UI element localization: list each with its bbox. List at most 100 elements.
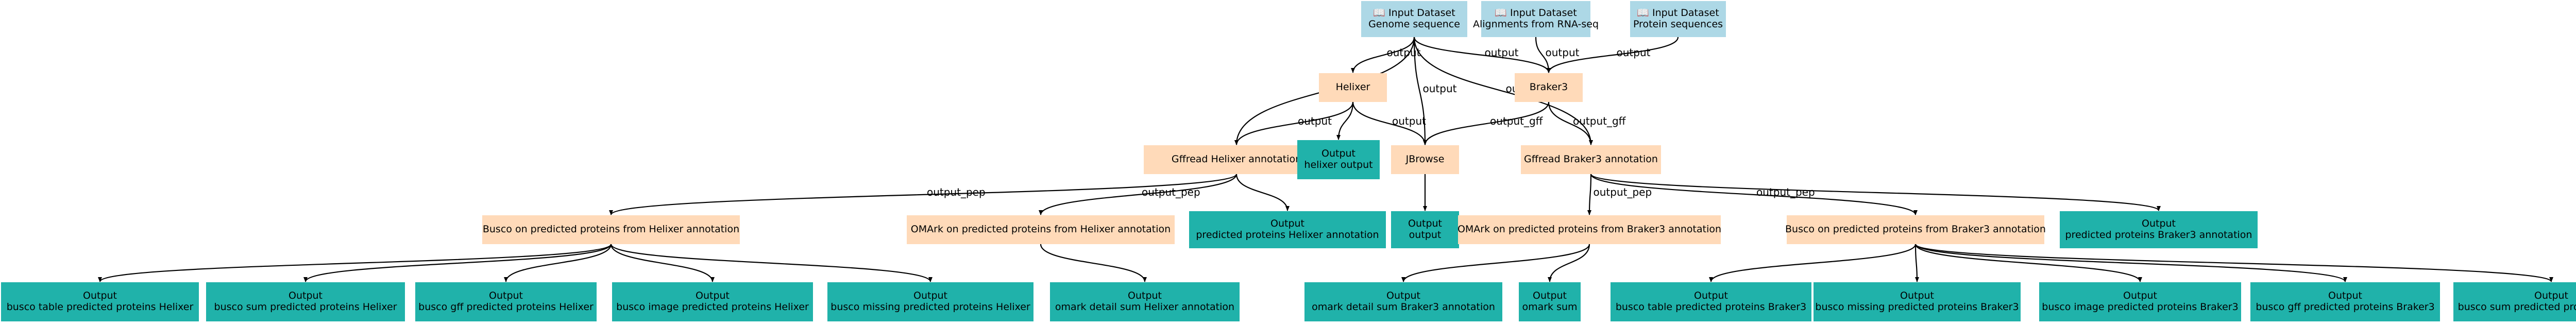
edge: output_pep bbox=[1039, 174, 1238, 215]
node-box bbox=[612, 282, 813, 321]
step-node-gffread-braker3[interactable]: Gffread Braker3 annotation bbox=[1521, 145, 1661, 174]
edge-path bbox=[1535, 37, 1551, 73]
edge-path bbox=[1352, 101, 1427, 145]
edge: output_gff bbox=[1423, 101, 1550, 145]
step-node-braker3[interactable]: Braker3 bbox=[1515, 73, 1583, 102]
edge bbox=[303, 244, 612, 282]
node-box bbox=[1391, 145, 1459, 174]
edge-label: output bbox=[1485, 46, 1519, 59]
node-label: OMArk on predicted proteins from Braker3… bbox=[1458, 224, 1721, 235]
node-label: busco table predicted proteins Helixer bbox=[7, 301, 194, 313]
edge-label: output bbox=[1387, 46, 1421, 59]
node-box bbox=[1481, 1, 1590, 37]
node-label: omark sum bbox=[1522, 301, 1577, 313]
edge-label: output bbox=[1423, 82, 1457, 95]
node-label: Output bbox=[2142, 218, 2176, 229]
edge-path bbox=[1413, 37, 1551, 73]
edge: output bbox=[1535, 37, 1580, 73]
node-box bbox=[1304, 282, 1502, 321]
step-node-omark-helixer[interactable]: OMArk on predicted proteins from Helixer… bbox=[907, 215, 1175, 244]
edge: output_pep bbox=[609, 174, 1238, 215]
node-label: busco gff predicted proteins Braker3 bbox=[2256, 301, 2434, 313]
node-label: Output bbox=[2328, 290, 2362, 301]
node-label: Output bbox=[913, 290, 947, 301]
edge-label: output_pep bbox=[927, 186, 986, 198]
node-box bbox=[1297, 140, 1380, 179]
edge bbox=[98, 244, 612, 282]
node-box bbox=[1521, 145, 1661, 174]
edge: output bbox=[1234, 101, 1354, 145]
node-label: Protein sequences bbox=[1633, 19, 1723, 30]
step-node-jbrowse[interactable]: JBrowse bbox=[1391, 145, 1459, 174]
node-box bbox=[2060, 211, 2258, 248]
node-box bbox=[2453, 282, 2576, 321]
edge-path bbox=[1234, 101, 1354, 145]
edge-path bbox=[1401, 244, 1590, 282]
node-label: Output bbox=[1900, 290, 1934, 301]
edge-path bbox=[609, 174, 1238, 215]
node-box bbox=[1050, 282, 1240, 321]
node-label: output bbox=[1409, 229, 1442, 241]
edge bbox=[1336, 101, 1354, 140]
edge bbox=[1590, 174, 2161, 211]
edge bbox=[1709, 244, 1917, 282]
edge-path bbox=[1413, 37, 1427, 145]
edge-path bbox=[1590, 174, 1918, 215]
edge: output bbox=[1413, 37, 1551, 73]
edge-path bbox=[1351, 37, 1415, 73]
edge bbox=[1914, 244, 2553, 282]
node-box bbox=[1189, 211, 1386, 248]
node-box bbox=[1611, 282, 1811, 321]
step-node-helixer[interactable]: Helixer bbox=[1319, 73, 1387, 102]
edge: output_gff bbox=[1548, 101, 1626, 145]
step-node-busco-helixer[interactable]: Busco on predicted proteins from Helixer… bbox=[482, 215, 740, 244]
edge-path bbox=[1235, 174, 1290, 211]
node-label: Output bbox=[1321, 148, 1355, 159]
node-label: Output bbox=[1533, 290, 1567, 301]
edge-path bbox=[1413, 37, 1593, 145]
edge bbox=[1914, 244, 1919, 282]
node-label: busco gff predicted proteins Helixer bbox=[418, 301, 594, 313]
edge bbox=[610, 244, 715, 282]
node-box bbox=[827, 282, 1033, 321]
edge-label: output bbox=[1617, 46, 1651, 59]
edge-path bbox=[1547, 37, 1679, 73]
edge-label: output_gff bbox=[1573, 115, 1626, 127]
node-label: Output bbox=[83, 290, 117, 301]
node-box bbox=[1630, 1, 1726, 37]
edge bbox=[504, 244, 612, 282]
node-label: Output bbox=[1386, 290, 1420, 301]
edge-label: output_gff bbox=[1490, 115, 1544, 127]
node-label: busco missing predicted proteins Helixer bbox=[831, 301, 1030, 313]
edge-path bbox=[1336, 101, 1354, 140]
edge-path bbox=[504, 244, 612, 282]
edge bbox=[1914, 244, 2142, 282]
edge-path bbox=[1709, 244, 1917, 282]
edge-label: output_pep bbox=[1594, 186, 1652, 198]
node-label: Output bbox=[1694, 290, 1728, 301]
step-node-busco-braker3[interactable]: Busco on predicted proteins from Braker3… bbox=[1785, 215, 2046, 244]
node-box bbox=[1391, 211, 1459, 248]
step-node-omark-braker3[interactable]: OMArk on predicted proteins from Braker3… bbox=[1458, 215, 1721, 244]
edge bbox=[1040, 244, 1147, 282]
